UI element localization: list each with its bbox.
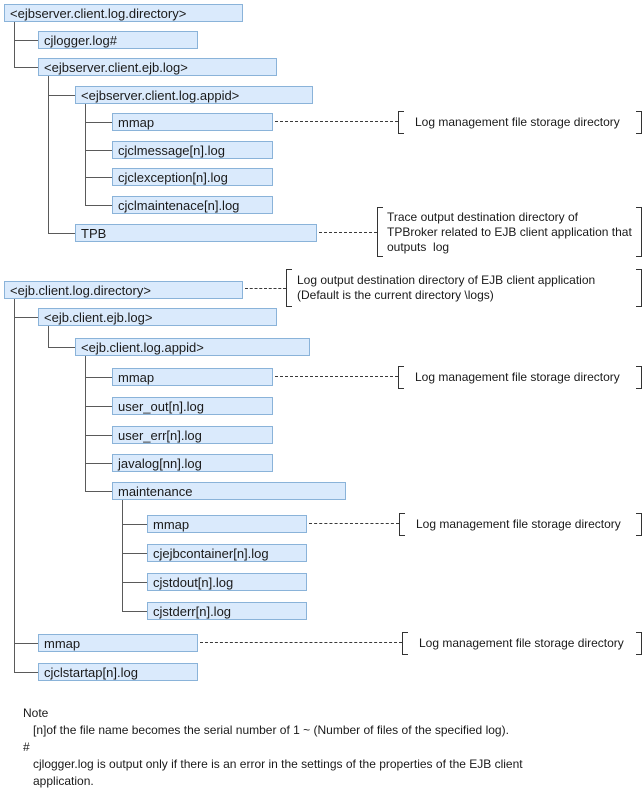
tree-connector-vertical	[14, 22, 15, 67]
tree-connector-horizontal	[14, 672, 38, 673]
left-bracket	[399, 513, 405, 536]
right-bracket	[636, 513, 642, 536]
tree-connector-horizontal	[85, 150, 112, 151]
note-line: cjlogger.log is output only if there is …	[33, 757, 523, 771]
node-cjclmessage-log: cjclmessage[n].log	[112, 141, 273, 159]
right-bracket	[636, 207, 642, 257]
tree-connector-horizontal	[14, 67, 38, 68]
node-user-err-log: user_err[n].log	[112, 426, 273, 444]
annotation-dash-line	[200, 642, 402, 643]
right-bracket	[636, 111, 642, 134]
tree-connector-horizontal	[85, 463, 112, 464]
tree-connector-horizontal	[122, 611, 147, 612]
left-bracket	[377, 207, 383, 257]
right-bracket	[636, 269, 642, 307]
left-bracket	[398, 111, 404, 134]
node-mmap-4: mmap	[38, 634, 198, 652]
node-cjlogger-log: cjlogger.log#	[38, 31, 198, 49]
node-user-out-log: user_out[n].log	[112, 397, 273, 415]
tree-connector-vertical	[14, 299, 15, 672]
tree-connector-horizontal	[48, 95, 75, 96]
annotation-log-management-4: Log management file storage directory	[402, 632, 642, 655]
tree-connector-horizontal	[14, 317, 38, 318]
node-ejbserver-client-ejb-log: <ejbserver.client.ejb.log>	[38, 58, 277, 76]
left-bracket	[286, 269, 292, 307]
tree-connector-horizontal	[85, 377, 112, 378]
annotation-text: Trace output destination directory of	[387, 209, 578, 224]
tree-connector-horizontal	[122, 582, 147, 583]
annotation-dash-line	[275, 376, 398, 377]
note-line: application.	[33, 774, 94, 788]
node-cjstderr-log: cjstderr[n].log	[147, 602, 307, 620]
tree-connector-vertical	[48, 326, 49, 347]
node-maintenance: maintenance	[112, 482, 346, 500]
node-cjstdout-log: cjstdout[n].log	[147, 573, 307, 591]
annotation-dash-line	[309, 523, 399, 524]
node-ejb-client-log-appid: <ejb.client.log.appid>	[75, 338, 310, 356]
annotation-log-output-destination: Log output destination directory of EJB …	[286, 269, 642, 307]
tree-connector-vertical	[48, 76, 49, 233]
node-mmap-1: mmap	[112, 113, 273, 131]
node-ejbserver-client-log-appid: <ejbserver.client.log.appid>	[75, 86, 313, 104]
node-ejbserver-client-log-directory: <ejbserver.client.log.directory>	[4, 4, 243, 22]
right-bracket	[636, 632, 642, 655]
tree-connector-horizontal	[85, 177, 112, 178]
tree-connector-horizontal	[122, 553, 147, 554]
tree-connector-horizontal	[85, 491, 112, 492]
annotation-log-management-3: Log management file storage directory	[399, 513, 642, 536]
tree-connector-vertical	[85, 356, 86, 491]
annotation-log-management-1: Log management file storage directory	[398, 111, 642, 134]
tree-connector-horizontal	[14, 40, 38, 41]
node-mmap-2: mmap	[112, 368, 273, 386]
tree-connector-horizontal	[85, 435, 112, 436]
tree-connector-vertical	[122, 500, 123, 611]
annotation-text: Log management file storage directory	[415, 115, 620, 129]
annotation-text: outputs log	[387, 239, 450, 254]
tree-connector-horizontal	[85, 406, 112, 407]
annotation-log-management-2: Log management file storage directory	[398, 366, 642, 389]
node-javalog: javalog[nn].log	[112, 454, 273, 472]
annotation-text: Log management file storage directory	[415, 370, 620, 384]
tree-connector-horizontal	[48, 347, 75, 348]
node-cjejbcontainer-log: cjejbcontainer[n].log	[147, 544, 307, 562]
left-bracket	[402, 632, 408, 655]
tree-connector-horizontal	[14, 643, 38, 644]
tree-connector-horizontal	[85, 122, 112, 123]
annotation-text: Log management file storage directory	[419, 636, 624, 650]
node-cjclexception-log: cjclexception[n].log	[112, 168, 273, 186]
annotation-tpb-trace: Trace output destination directory of TP…	[377, 207, 642, 257]
note-block: Note [n]of the file name becomes the ser…	[23, 705, 523, 789]
annotation-text: TPBroker related to EJB client applicati…	[387, 224, 632, 239]
tree-connector-horizontal	[85, 205, 112, 206]
annotation-text: Log output destination directory of EJB …	[297, 273, 596, 287]
annotation-dash-line	[245, 288, 286, 289]
annotation-dash-line	[275, 121, 398, 122]
annotation-dash-line	[319, 232, 377, 233]
note-title: Note	[23, 706, 49, 720]
node-ejb-client-log-directory: <ejb.client.log.directory>	[4, 281, 243, 299]
node-tpb: TPB	[75, 224, 317, 242]
right-bracket	[636, 366, 642, 389]
left-bracket	[398, 366, 404, 389]
tree-connector-vertical	[85, 104, 86, 205]
note-hash-marker: #	[23, 740, 30, 754]
tree-connector-horizontal	[122, 524, 147, 525]
node-mmap-3: mmap	[147, 515, 307, 533]
annotation-text: (Default is the current directory \logs)	[297, 288, 494, 302]
note-line: [n]of the file name becomes the serial n…	[33, 723, 509, 737]
node-ejb-client-ejb-log: <ejb.client.ejb.log>	[38, 308, 277, 326]
annotation-text: Log management file storage directory	[416, 517, 621, 531]
tree-connector-horizontal	[48, 233, 75, 234]
node-cjclstartap-log: cjclstartap[n].log	[38, 663, 198, 681]
node-cjclmaintenace-log: cjclmaintenace[n].log	[112, 196, 273, 214]
